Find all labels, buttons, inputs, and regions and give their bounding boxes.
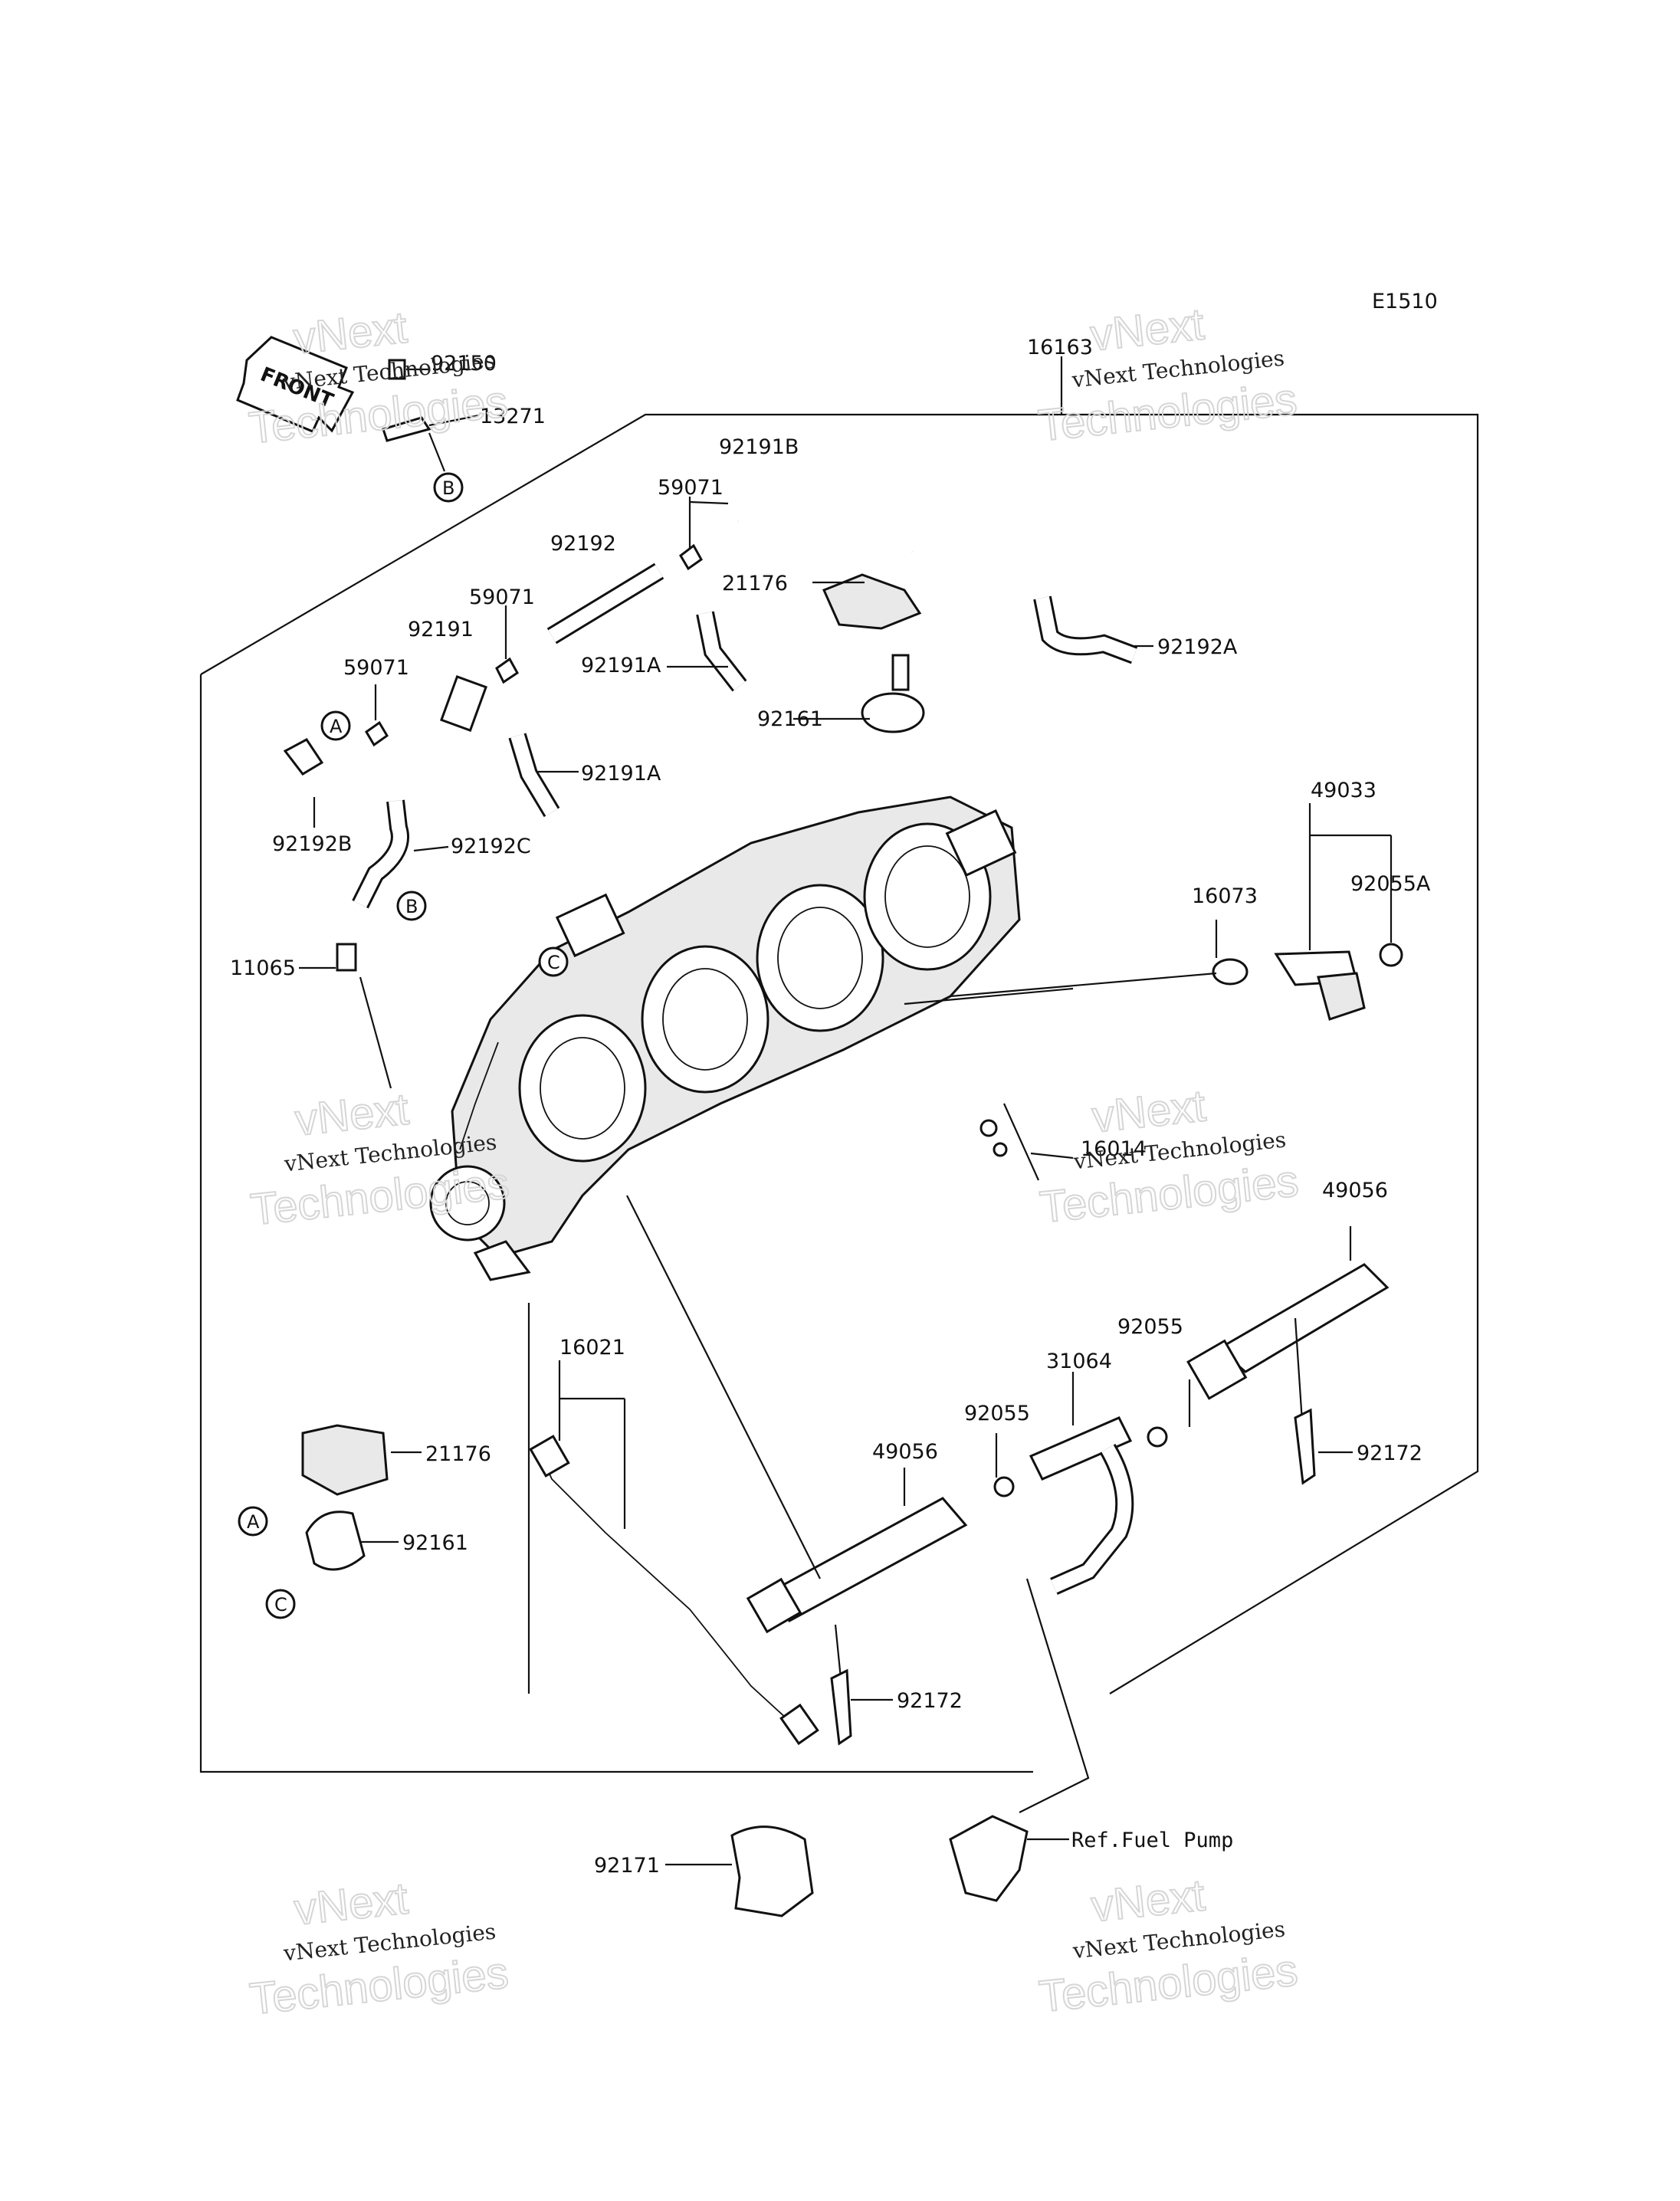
- callout-a-top: A: [320, 710, 351, 741]
- svg-text:vNext: vNext: [1088, 299, 1206, 360]
- svg-text:A: A: [330, 716, 343, 737]
- svg-text:C: C: [274, 1594, 287, 1615]
- part-92150-bolt: [388, 359, 429, 380]
- part-31064-junction: [1029, 1416, 1134, 1595]
- svg-text:vNext: vNext: [1089, 1870, 1207, 1931]
- label-21176-top: 21176: [722, 572, 788, 595]
- part-49056-rail-left: [746, 1497, 968, 1702]
- label-16021: 16021: [559, 1336, 625, 1360]
- callout-a-bottom: A: [238, 1506, 268, 1537]
- fuel-pump-connector: [949, 1578, 1090, 1902]
- label-92172-bottom: 92172: [897, 1689, 963, 1713]
- label-13271: 13271: [480, 405, 546, 428]
- label-59071-c: 59071: [343, 656, 409, 680]
- watermark-bottom-right: vNext vNext Technologies Technologies: [1036, 1869, 1301, 2022]
- part-16014-screw: [979, 1103, 1040, 1181]
- part-92172-screw-left: [830, 1668, 852, 1746]
- label-16014: 16014: [1081, 1137, 1147, 1161]
- label-92192a: 92192A: [1157, 635, 1238, 659]
- label-11065: 11065: [230, 956, 296, 980]
- watermark-top-right: vNext vNext Technologies Technologies: [1035, 298, 1301, 451]
- assembly-frame: [200, 413, 1479, 1694]
- part-21176-sensor-bottom: [301, 1424, 389, 1571]
- label-92161-bottom: 92161: [402, 1531, 468, 1555]
- label-92172-right: 92172: [1357, 1442, 1422, 1465]
- part-92055-oring-right: [1147, 1426, 1168, 1448]
- leader-lines: [299, 356, 1393, 1866]
- label-49056-left: 49056: [872, 1440, 938, 1464]
- label-92171: 92171: [594, 1854, 660, 1878]
- part-92055-oring-left: [993, 1476, 1015, 1497]
- label-92191a-top: 92191A: [581, 654, 661, 677]
- part-92171-clip: [730, 1825, 814, 1917]
- watermark-mid-right: vNext vNext Technologies Technologies: [1037, 1080, 1302, 1233]
- part-16021-cable: [529, 1435, 819, 1746]
- label-92192b: 92192B: [272, 832, 352, 856]
- label-59071-b: 59071: [469, 586, 535, 609]
- part-13271-plate: [382, 414, 480, 472]
- svg-text:vNext: vNext: [291, 303, 409, 364]
- callout-c-bottom: C: [265, 1589, 296, 1619]
- svg-text:vNext: vNext: [1090, 1081, 1208, 1142]
- label-92055-left: 92055: [964, 1402, 1030, 1425]
- part-92172-screw-right: [1294, 1408, 1316, 1485]
- assembly-frame-left: [199, 674, 1033, 1773]
- svg-text:C: C: [547, 952, 560, 973]
- label-59071-a: 59071: [658, 476, 724, 500]
- label-92191a-mid: 92191A: [581, 762, 661, 786]
- label-92192: 92192: [550, 532, 616, 556]
- svg-text:vNext: vNext: [293, 1084, 411, 1145]
- svg-text:B: B: [442, 477, 454, 499]
- part-92192b-cap: [283, 738, 324, 776]
- part-21176-sensor-top: [822, 573, 925, 733]
- part-11065-cap: [336, 943, 357, 972]
- label-31064: 31064: [1046, 1350, 1112, 1373]
- ref-fuel-pump: Ref.Fuel Pump: [1071, 1829, 1233, 1852]
- label-92191: 92191: [408, 618, 474, 641]
- part-49056-rail-right: [1186, 1263, 1390, 1434]
- label-49033: 49033: [1311, 779, 1376, 802]
- watermark-bottom-left: vNext vNext Technologies Technologies: [247, 1873, 512, 2026]
- front-arrow-icon: FRONT: [236, 336, 355, 433]
- label-92055a: 92055A: [1350, 872, 1431, 896]
- label-92192c: 92192C: [451, 835, 531, 858]
- callout-b-mid: B: [396, 891, 427, 921]
- part-49033-injector: [1212, 943, 1403, 1021]
- label-16163: 16163: [1027, 336, 1093, 359]
- label-92191b: 92191B: [719, 435, 799, 459]
- callout-b-top: B: [433, 472, 464, 503]
- hoses-upper: [352, 474, 1138, 909]
- svg-text:vNext: vNext: [292, 1874, 410, 1935]
- diagram-code: E1510: [1372, 290, 1438, 313]
- svg-text:B: B: [405, 896, 418, 917]
- label-92161-top: 92161: [757, 707, 823, 731]
- callout-c-mid: C: [538, 946, 569, 977]
- label-92055-right: 92055: [1117, 1315, 1183, 1339]
- throttle-body-assembly: [429, 795, 1021, 1281]
- svg-text:A: A: [247, 1511, 260, 1533]
- label-92150: 92150: [431, 352, 497, 376]
- label-16073: 16073: [1192, 884, 1258, 908]
- label-21176-bottom: 21176: [425, 1442, 491, 1466]
- label-49056-right: 49056: [1322, 1179, 1388, 1202]
